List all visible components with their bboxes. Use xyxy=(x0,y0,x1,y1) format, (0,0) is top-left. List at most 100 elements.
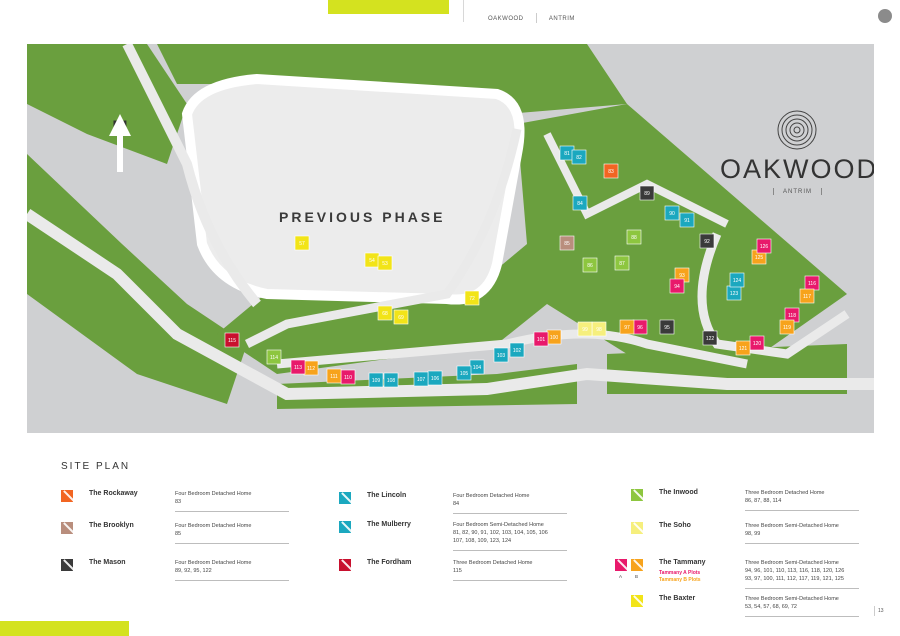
oakwood-logo-icon xyxy=(777,110,817,150)
plot-98[interactable]: 98 xyxy=(591,321,607,337)
plot-120[interactable]: 120 xyxy=(749,335,765,351)
plot-marker[interactable] xyxy=(377,305,393,321)
plot-number: 113 xyxy=(294,365,302,371)
plot-marker[interactable] xyxy=(224,332,240,348)
legend-swatch xyxy=(631,522,643,534)
plot-97[interactable]: 97 xyxy=(619,319,635,335)
plot-marker[interactable] xyxy=(669,278,685,294)
plot-marker[interactable] xyxy=(377,255,393,271)
plot-110[interactable]: 110 xyxy=(340,369,356,385)
plot-100[interactable]: 100 xyxy=(546,329,562,345)
plot-88[interactable]: 88 xyxy=(626,229,642,245)
plot-marker[interactable] xyxy=(799,288,815,304)
plot-marker[interactable] xyxy=(368,372,384,388)
plot-marker[interactable] xyxy=(290,359,306,375)
plot-69[interactable]: 69 xyxy=(393,309,409,325)
plot-72[interactable]: 72 xyxy=(464,290,480,306)
plot-115[interactable]: 115 xyxy=(224,332,240,348)
plot-99[interactable]: 99 xyxy=(577,321,593,337)
breadcrumb-item-oakwood[interactable]: OAKWOOD xyxy=(488,15,524,22)
legend-house-name: The Fordham xyxy=(367,559,412,566)
plot-marker[interactable] xyxy=(509,342,525,358)
plot-106[interactable]: 106 xyxy=(427,370,443,386)
plot-marker[interactable] xyxy=(603,163,619,179)
plot-117[interactable]: 117 xyxy=(799,288,815,304)
plot-91[interactable]: 91 xyxy=(679,212,695,228)
plot-105[interactable]: 105 xyxy=(456,365,472,381)
plot-number: 121 xyxy=(739,346,748,352)
plot-57[interactable]: 57 xyxy=(294,235,310,251)
plot-103[interactable]: 103 xyxy=(493,347,509,363)
plot-96[interactable]: 96 xyxy=(632,319,648,335)
plot-marker[interactable] xyxy=(639,185,655,201)
plot-marker[interactable] xyxy=(393,309,409,325)
plot-marker[interactable] xyxy=(582,257,598,273)
plot-marker[interactable] xyxy=(456,365,472,381)
plot-116[interactable]: 116 xyxy=(804,275,820,291)
plot-marker[interactable] xyxy=(571,149,587,165)
plot-54[interactable]: 54 xyxy=(364,252,380,268)
plot-108[interactable]: 108 xyxy=(383,372,399,388)
plot-marker[interactable] xyxy=(729,272,745,288)
plot-92[interactable]: 92 xyxy=(699,233,715,249)
plot-124[interactable]: 124 xyxy=(729,272,745,288)
plot-109[interactable]: 109 xyxy=(368,372,384,388)
plot-68[interactable]: 68 xyxy=(377,305,393,321)
plot-marker[interactable] xyxy=(699,233,715,249)
plot-marker[interactable] xyxy=(779,319,795,335)
plot-94[interactable]: 94 xyxy=(669,278,685,294)
plot-marker[interactable] xyxy=(679,212,695,228)
plot-114[interactable]: 114 xyxy=(266,349,282,365)
plot-marker[interactable] xyxy=(619,319,635,335)
plot-marker[interactable] xyxy=(572,195,588,211)
plot-85[interactable]: 85 xyxy=(559,235,575,251)
plot-90[interactable]: 90 xyxy=(664,205,680,221)
plot-87[interactable]: 87 xyxy=(614,255,630,271)
plot-marker[interactable] xyxy=(493,347,509,363)
plot-111[interactable]: 111 xyxy=(326,368,342,384)
breadcrumb-item-antrim[interactable]: ANTRIM xyxy=(548,15,575,22)
legend-divider xyxy=(745,543,859,544)
plot-marker[interactable] xyxy=(326,368,342,384)
plot-107[interactable]: 107 xyxy=(413,371,429,387)
plot-marker[interactable] xyxy=(266,349,282,365)
plot-marker[interactable] xyxy=(659,319,675,335)
corner-logo-icon xyxy=(878,9,892,23)
plot-121[interactable]: 121 xyxy=(735,340,751,356)
plot-89[interactable]: 89 xyxy=(639,185,655,201)
plot-marker[interactable] xyxy=(735,340,751,356)
plot-marker[interactable] xyxy=(577,321,593,337)
plot-101[interactable]: 101 xyxy=(533,331,549,347)
plot-marker[interactable] xyxy=(559,235,575,251)
plot-95[interactable]: 95 xyxy=(659,319,675,335)
plot-84[interactable]: 84 xyxy=(572,195,588,211)
plot-123[interactable]: 123 xyxy=(726,285,742,301)
plot-104[interactable]: 104 xyxy=(469,359,485,375)
plot-112[interactable]: 112 xyxy=(303,360,319,376)
plot-number: 97 xyxy=(624,325,630,331)
plot-marker[interactable] xyxy=(294,235,310,251)
plot-marker[interactable] xyxy=(383,372,399,388)
plot-119[interactable]: 119 xyxy=(779,319,795,335)
plot-marker[interactable] xyxy=(664,205,680,221)
plot-53[interactable]: 53 xyxy=(377,255,393,271)
plot-marker[interactable] xyxy=(626,229,642,245)
road xyxy=(543,132,729,228)
plot-marker[interactable] xyxy=(413,371,429,387)
plot-marker[interactable] xyxy=(702,330,718,346)
plot-126[interactable]: 126 xyxy=(756,238,772,254)
plot-122[interactable]: 122 xyxy=(702,330,718,346)
plot-83[interactable]: 83 xyxy=(603,163,619,179)
plot-86[interactable]: 86 xyxy=(582,257,598,273)
plot-marker[interactable] xyxy=(614,255,630,271)
plot-number: 126 xyxy=(760,244,769,250)
plot-82[interactable]: 82 xyxy=(571,149,587,165)
plot-number: 92 xyxy=(704,239,710,245)
plot-marker[interactable] xyxy=(533,331,549,347)
plot-marker[interactable] xyxy=(756,238,772,254)
legend-house-name: The Rockaway xyxy=(89,490,138,497)
plot-113[interactable]: 113 xyxy=(290,359,306,375)
plot-marker[interactable] xyxy=(464,290,480,306)
plot-102[interactable]: 102 xyxy=(509,342,525,358)
